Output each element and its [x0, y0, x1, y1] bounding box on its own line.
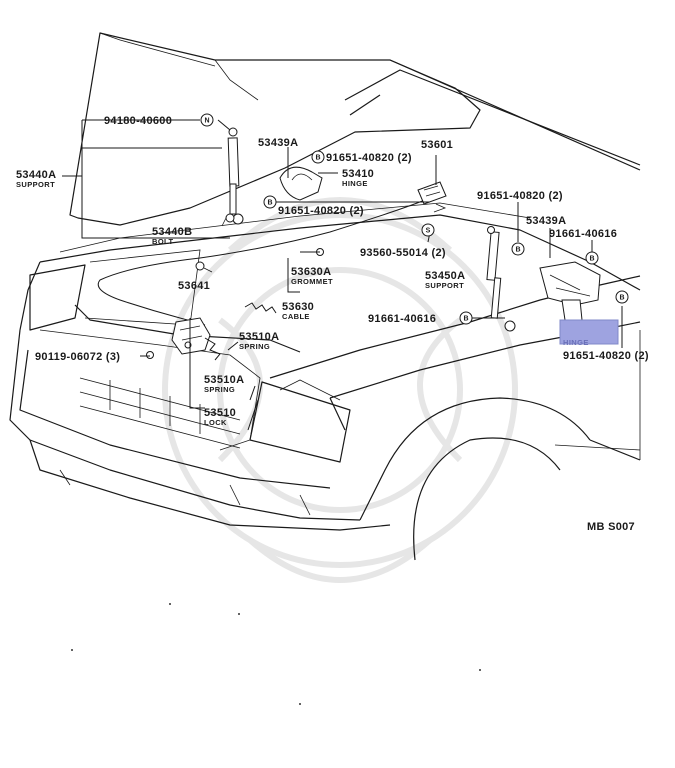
callout-91651-40820-b: 91651-40820 (2) [278, 205, 364, 217]
car-body-outline [9, 32, 641, 561]
badge-4-text: S [426, 228, 431, 235]
label-grommet: GROMMET [291, 277, 333, 286]
callout-53630a: 53630A [291, 266, 331, 278]
callout-53410: 53410 [342, 168, 374, 180]
latch-bracket [417, 181, 447, 213]
badge-6: B [585, 251, 599, 265]
badge-8-text: B [463, 316, 468, 323]
leader-lines [62, 119, 623, 431]
badge-5: B [511, 242, 525, 256]
badge-2-text: B [315, 155, 320, 162]
callout-53601: 53601 [421, 139, 453, 151]
diagram-code: MB S007 [587, 521, 635, 533]
callout-53510a-lower: 53510A [204, 374, 244, 386]
label-cable: CABLE [282, 312, 310, 321]
badge-7-text: B [619, 295, 624, 302]
badge-8: B [459, 311, 473, 325]
hood-release-cable [97, 199, 426, 326]
left-hood-support-strut [227, 127, 244, 225]
bolt-part [221, 213, 235, 227]
callout-53450a: 53450A [425, 270, 465, 282]
spring-part [244, 302, 277, 314]
left-hood-hinge [279, 166, 323, 201]
callout-53630: 53630 [282, 301, 314, 313]
callout-90119-06072: 90119-06072 (3) [35, 351, 120, 363]
label-support-right: SUPPORT [425, 281, 464, 290]
badge-1-text: N [204, 118, 209, 125]
badge-1: N [200, 113, 214, 127]
stray-marks [71, 603, 481, 705]
callout-91651-40820-a: 91651-40820 (2) [326, 152, 412, 164]
hood-lock-assembly [146, 317, 221, 361]
right-hood-hinge [539, 261, 601, 321]
badge-5-text: B [515, 247, 520, 254]
badge-6-text: B [589, 256, 594, 263]
callout-53440b: 53440B [152, 226, 192, 238]
right-hood-support-strut [486, 226, 516, 332]
callout-53510: 53510 [204, 407, 236, 419]
callout-53439a-left: 53439A [258, 137, 298, 149]
callout-53510a-upper: 53510A [239, 331, 279, 343]
badge-4: S [421, 223, 435, 237]
callout-53439a-right: 53439A [526, 215, 566, 227]
label-spring-lower: SPRING [204, 385, 235, 394]
callout-94180-40600: 94180-40600 [104, 115, 172, 127]
label-support-left: SUPPORT [16, 180, 55, 189]
callout-91661-40616-b: 91661-40616 [368, 313, 436, 325]
watermark-emblem [162, 197, 518, 583]
label-spring-upper: SPRING [239, 342, 270, 351]
label-bolt: BOLT [152, 237, 173, 246]
label-lock: LOCK [204, 418, 227, 427]
badge-3: B [263, 195, 277, 209]
callout-91651-40820-d: 91651-40820 (2) [563, 350, 649, 362]
callout-91651-40820-c: 91651-40820 (2) [477, 190, 563, 202]
callout-53440a: 53440A [16, 169, 56, 181]
cushion-part [195, 261, 213, 273]
badge-7: B [615, 290, 629, 304]
label-hinge-right: HINGE [563, 338, 589, 347]
highlight-box [559, 319, 619, 345]
callout-93560-55014: 93560-55014 (2) [360, 247, 446, 259]
badge-3-text: B [267, 200, 272, 207]
callout-91661-40616-a: 91661-40616 [549, 228, 617, 240]
badge-2: B [311, 150, 325, 164]
callout-53641: 53641 [178, 280, 210, 292]
label-hinge-left: HINGE [342, 179, 368, 188]
